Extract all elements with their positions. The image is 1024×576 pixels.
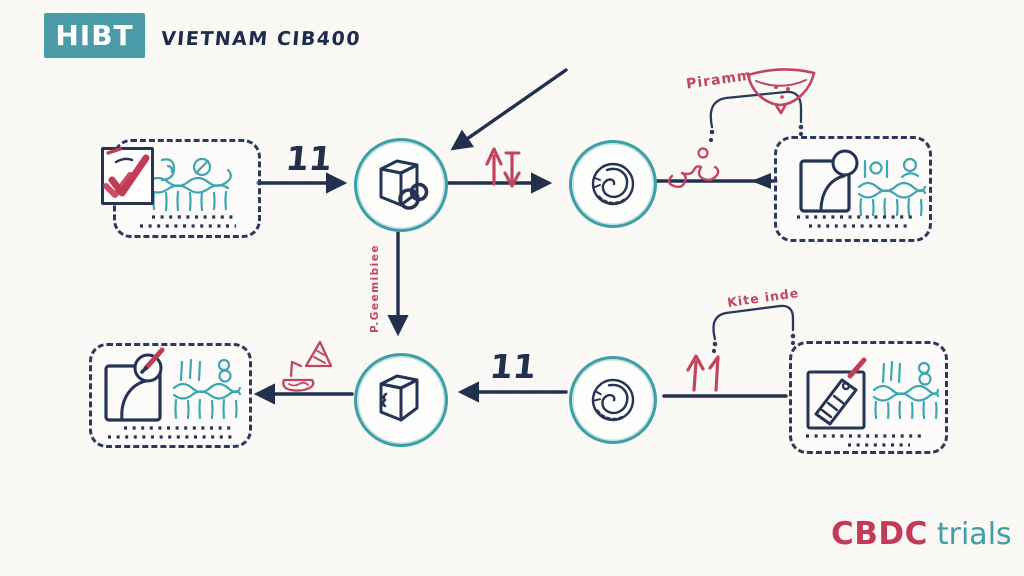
left-arrowhead: [751, 173, 771, 189]
person-signing-icon: [104, 347, 165, 422]
checked-checkbox-icon: [101, 147, 154, 205]
contract-doodle: [806, 357, 940, 447]
coin-icon: [591, 378, 635, 422]
hibt-logo-text: HIBT: [55, 19, 134, 52]
tag-label-icon: [806, 357, 867, 430]
up-down-arrows-icon: [485, 147, 521, 188]
blockchain-cube-node: [354, 138, 448, 232]
top-callout-bracket: [709, 90, 803, 129]
signing-box: [89, 343, 252, 448]
sail-icon: [304, 340, 333, 368]
bottom-bracket-dots: [711, 333, 796, 354]
up-arrow-one-icon: [686, 354, 720, 392]
package-cube-node: [354, 353, 448, 447]
cube-chain-icon: [379, 159, 429, 210]
coin-icon: [591, 162, 635, 206]
top-bracket-dots: [708, 124, 804, 143]
package-cube-icon: [379, 374, 419, 422]
hibt-logo: HIBT: [44, 13, 145, 58]
coin-node-bottom: [569, 356, 657, 444]
label-11-bottom: 11: [487, 347, 538, 386]
contract-box: [789, 341, 948, 454]
dotted-rows: [806, 434, 926, 447]
person-id-card-icon: [799, 149, 859, 213]
label-11-top: 11: [283, 139, 334, 178]
sailboat-icon: [282, 360, 315, 392]
vertical-red-note: P.Geemibiee: [369, 243, 381, 333]
scribble-figure-icon: [667, 147, 720, 189]
bowl-icon: [746, 68, 816, 115]
arrow-diagonal-down: [450, 68, 568, 151]
dotted-rows: [140, 215, 238, 228]
identity-doodle: [797, 149, 927, 228]
trials-label: trials: [936, 517, 1012, 552]
cbdc-label: CBDC: [831, 516, 928, 552]
dotted-rows: [108, 426, 234, 439]
bottom-callout-bracket: [712, 304, 795, 341]
dotted-rows: [797, 215, 915, 228]
signing-doodle: [104, 347, 242, 439]
identity-box: [774, 136, 932, 242]
coin-node-top: [569, 140, 657, 228]
footer-caption: CBDC trials: [831, 516, 1012, 552]
